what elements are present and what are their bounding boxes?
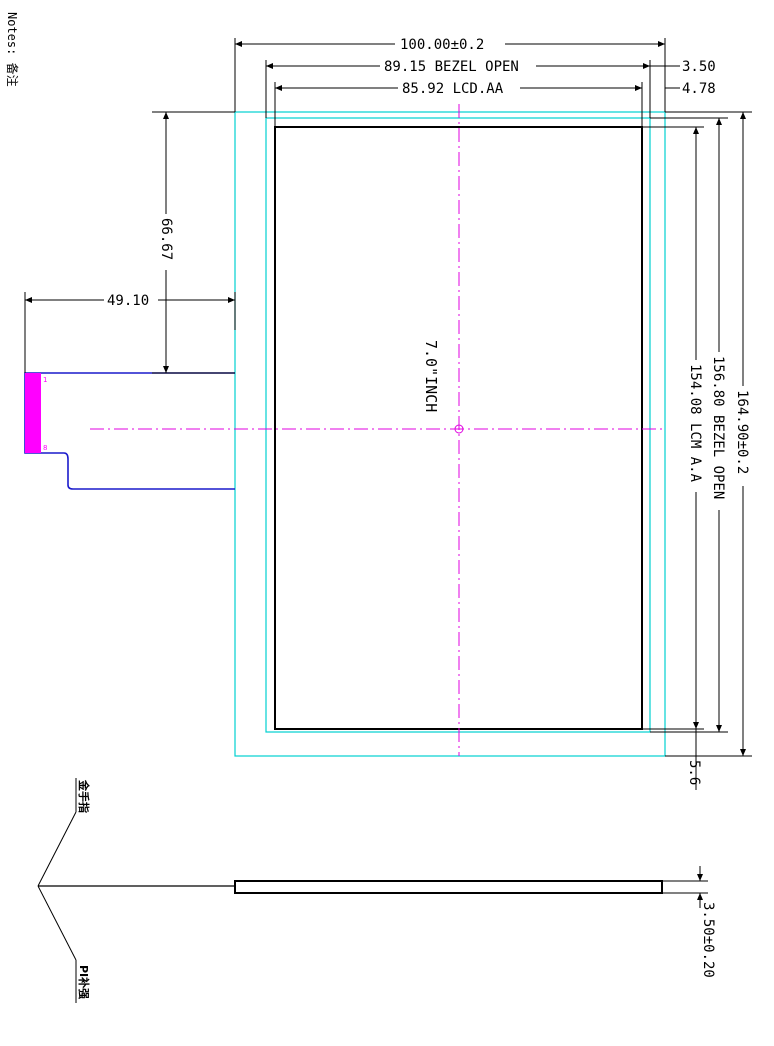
bezel-open-width-label: 89.15 BEZEL OPEN [384, 59, 519, 75]
notes-label: Notes: 备注 [5, 12, 20, 87]
overall-width-label: 100.00±0.2 [400, 37, 484, 53]
fpc-connector-pads [25, 373, 41, 453]
lcd-aa-width-label: 85.92 LCD.AA [402, 81, 504, 97]
bezel-open-outline [265, 117, 651, 733]
edge-dim-5-6: 5.6 [686, 760, 702, 785]
thickness-label: 3.50±0.20 [700, 902, 716, 978]
lcm-aa-height-label: 154.08 LCM A.A [687, 364, 703, 483]
dim-overall-width: 100.00±0.2 [234, 36, 666, 112]
edge-dim-3-50: 3.50 [682, 59, 716, 75]
dim-bezel-open-width: 89.15 BEZEL OPEN [265, 58, 651, 118]
fpc-length-label: 49.10 [107, 293, 149, 309]
fpc-offset-label: 66.67 [158, 218, 174, 260]
edge-dim-4-78: 4.78 [682, 81, 716, 97]
pin-last-marker: 8 [43, 444, 47, 452]
fpc-tail [24, 372, 235, 490]
gold-finger-callout: 金手指 [77, 779, 91, 813]
dim-fpc-length: 49.10 [24, 292, 236, 373]
dim-overall-height: 164.90±0.2 [665, 111, 752, 757]
size-label: 7.0"INCH [422, 340, 440, 412]
dim-lcd-aa-width: 85.92 LCD.AA [274, 80, 643, 127]
pi-stiffener-callout: PI补强 [77, 965, 91, 999]
side-view-body [234, 880, 663, 894]
module-outline [234, 111, 666, 757]
pin-1-marker: 1 [43, 376, 47, 384]
center-mark [454, 424, 464, 434]
dim-bezel-open-height: 156.80 BEZEL OPEN [650, 117, 728, 733]
overall-height-label: 164.90±0.2 [734, 390, 750, 474]
bezel-open-height-label: 156.80 BEZEL OPEN [710, 356, 726, 499]
dim-fpc-offset: 66.67 [152, 111, 235, 374]
dim-lcm-aa-height: 154.08 LCM A.A [642, 126, 705, 730]
